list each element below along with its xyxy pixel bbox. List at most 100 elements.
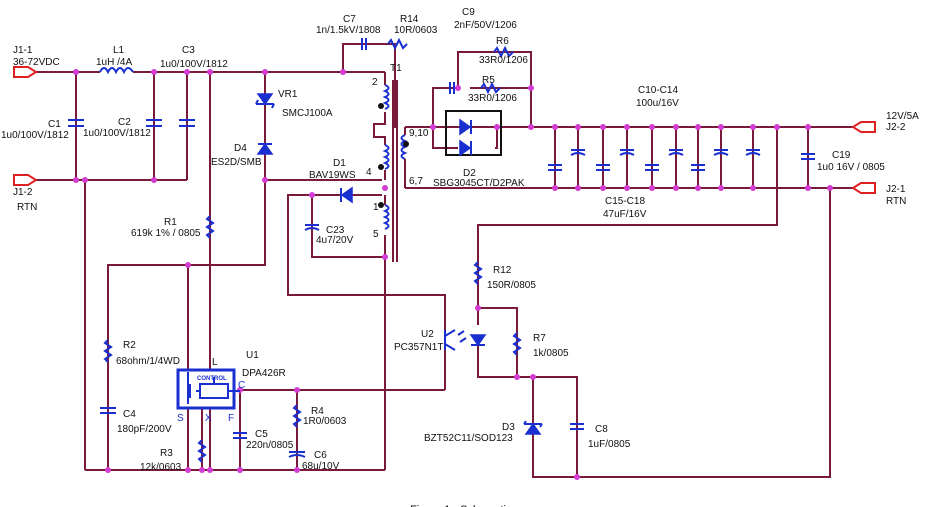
c1-value: 1u0/100V/1812 xyxy=(1,130,69,141)
c15-c18-ref: C15-C18 xyxy=(605,196,645,207)
capacitor-c3-icon xyxy=(179,119,195,127)
r6-value: 33R0/1206 xyxy=(479,55,528,66)
r1-value: 619k 1% / 0805 xyxy=(131,228,201,239)
connector-j2-1 xyxy=(851,182,876,194)
j1-2-desc: RTN xyxy=(17,202,37,213)
tvs-vr1-icon xyxy=(255,93,275,109)
u1-pin-c: C xyxy=(238,380,245,391)
c6-value: 68u/10V xyxy=(302,461,340,472)
u1-ref: U1 xyxy=(246,350,259,361)
output-capacitors-icon xyxy=(548,149,815,171)
figure-caption: Figure 1 - Schematic xyxy=(410,504,512,507)
transformer-t1-icon xyxy=(378,80,409,262)
diode-d2-icon xyxy=(445,110,502,157)
u1-value: DPA426R xyxy=(242,368,286,379)
diode-d1-icon xyxy=(340,186,353,204)
t1-pin-9-10: 9,10 xyxy=(409,128,429,139)
capacitor-c23-icon xyxy=(304,224,320,231)
zener-d3-icon xyxy=(523,420,543,435)
d2-ref: D2 xyxy=(463,168,476,179)
c8-ref: C8 xyxy=(595,424,608,435)
c7-value: 1n/1.5kV/1808 xyxy=(316,25,381,36)
c5-value: 220n/0805 xyxy=(246,440,294,451)
j1-1-ref: J1-1 xyxy=(13,45,33,56)
r5-ref: R5 xyxy=(482,75,495,86)
capacitor-c8-icon xyxy=(570,423,584,430)
c23-value: 4u7/20V xyxy=(316,235,354,246)
r7-ref: R7 xyxy=(533,333,546,344)
r14-ref: R14 xyxy=(400,14,419,25)
capacitor-c9-icon xyxy=(449,82,455,94)
u2-ref: U2 xyxy=(421,329,434,340)
u1-pin-s: S xyxy=(177,413,184,424)
junctions xyxy=(73,69,833,480)
c7-ref: C7 xyxy=(343,14,356,25)
t1-pin-4: 4 xyxy=(366,167,372,178)
c9-ref: C9 xyxy=(462,7,475,18)
r1-ref: R1 xyxy=(164,217,177,228)
capacitor-c4-icon xyxy=(100,407,116,414)
c10-c14-ref: C10-C14 xyxy=(638,85,678,96)
labels: J1-1 36-72VDC J1-2 RTN 12V/5A J2-2 J2-1 … xyxy=(1,7,919,507)
c1-ref: C1 xyxy=(48,119,61,130)
d3-ref: D3 xyxy=(502,422,515,433)
r12-ref: R12 xyxy=(493,265,512,276)
resistor-r6-icon xyxy=(493,45,514,59)
u1-pin-f: F xyxy=(228,413,234,424)
t1-pin-5: 5 xyxy=(373,229,379,240)
vr1-value: SMCJ100A xyxy=(282,108,333,119)
capacitor-c6-icon xyxy=(288,451,306,458)
l1-ref: L1 xyxy=(113,45,125,56)
resistor-r1-icon xyxy=(205,215,215,239)
c23-ref: C23 xyxy=(326,225,345,236)
u1-pin-l: L xyxy=(212,357,218,368)
j2-1-desc: RTN xyxy=(886,196,906,207)
resistor-r5-icon xyxy=(480,81,501,95)
resistor-r2-icon xyxy=(103,339,113,363)
c2-value: 1u0/100V/1812 xyxy=(83,128,151,139)
capacitor-c5-icon xyxy=(233,432,247,439)
c8-value: 1uF/0805 xyxy=(588,439,631,450)
j2-2-desc: 12V/5A xyxy=(886,111,919,122)
j1-2-ref: J1-2 xyxy=(13,187,33,198)
l1-value: 1uH /4A xyxy=(96,57,132,68)
connector-j1-1 xyxy=(13,66,38,78)
c19-value: 1u0 16V / 0805 xyxy=(817,162,885,173)
j2-2-ref: J2-2 xyxy=(886,122,906,133)
r4-value: 1R0/0603 xyxy=(303,416,347,427)
capacitor-c2-icon xyxy=(146,119,162,127)
t1-pin-2: 2 xyxy=(372,77,378,88)
inductor-l1-icon xyxy=(99,67,134,75)
r4-ref: R4 xyxy=(311,406,324,417)
capacitor-c1-icon xyxy=(68,119,84,127)
u1-control-label: CONTROL xyxy=(197,376,227,382)
d4-value: ES2D/SMB xyxy=(211,157,262,168)
d3-value: BZT52C11/SOD123 xyxy=(424,433,513,444)
u1-pin-x: X xyxy=(205,413,212,424)
r5-value: 33R0/1206 xyxy=(468,93,517,104)
resistor-r14-icon xyxy=(387,37,408,51)
vr1-ref: VR1 xyxy=(278,89,298,100)
c4-ref: C4 xyxy=(123,409,136,420)
t1-pin-1: 1 xyxy=(373,202,379,213)
r7-value: 1k/0805 xyxy=(533,348,569,359)
c10-c14-value: 100u/16V xyxy=(636,98,679,109)
r3-ref: R3 xyxy=(160,448,173,459)
r12-value: 150R/0805 xyxy=(487,280,536,291)
connector-j2-2 xyxy=(851,121,876,133)
d2-value: SBG3045CT/D2PAK xyxy=(433,178,525,189)
ic-u1-icon: CONTROL xyxy=(176,368,240,410)
c3-ref: C3 xyxy=(182,45,195,56)
t1-pin-6-7: 6,7 xyxy=(409,176,423,187)
d1-ref: D1 xyxy=(333,158,346,169)
r14-value: 10R/0603 xyxy=(394,25,438,36)
resistor-r7-icon xyxy=(512,332,522,356)
d4-ref: D4 xyxy=(234,143,247,154)
t1-ref: T1 xyxy=(390,63,402,74)
j2-1-ref: J2-1 xyxy=(886,184,906,195)
resistor-r3-icon xyxy=(197,439,207,463)
r2-value: 68ohm/1/4WD xyxy=(116,356,180,367)
optocoupler-u2-icon xyxy=(444,329,487,351)
r6-ref: R6 xyxy=(496,36,509,47)
